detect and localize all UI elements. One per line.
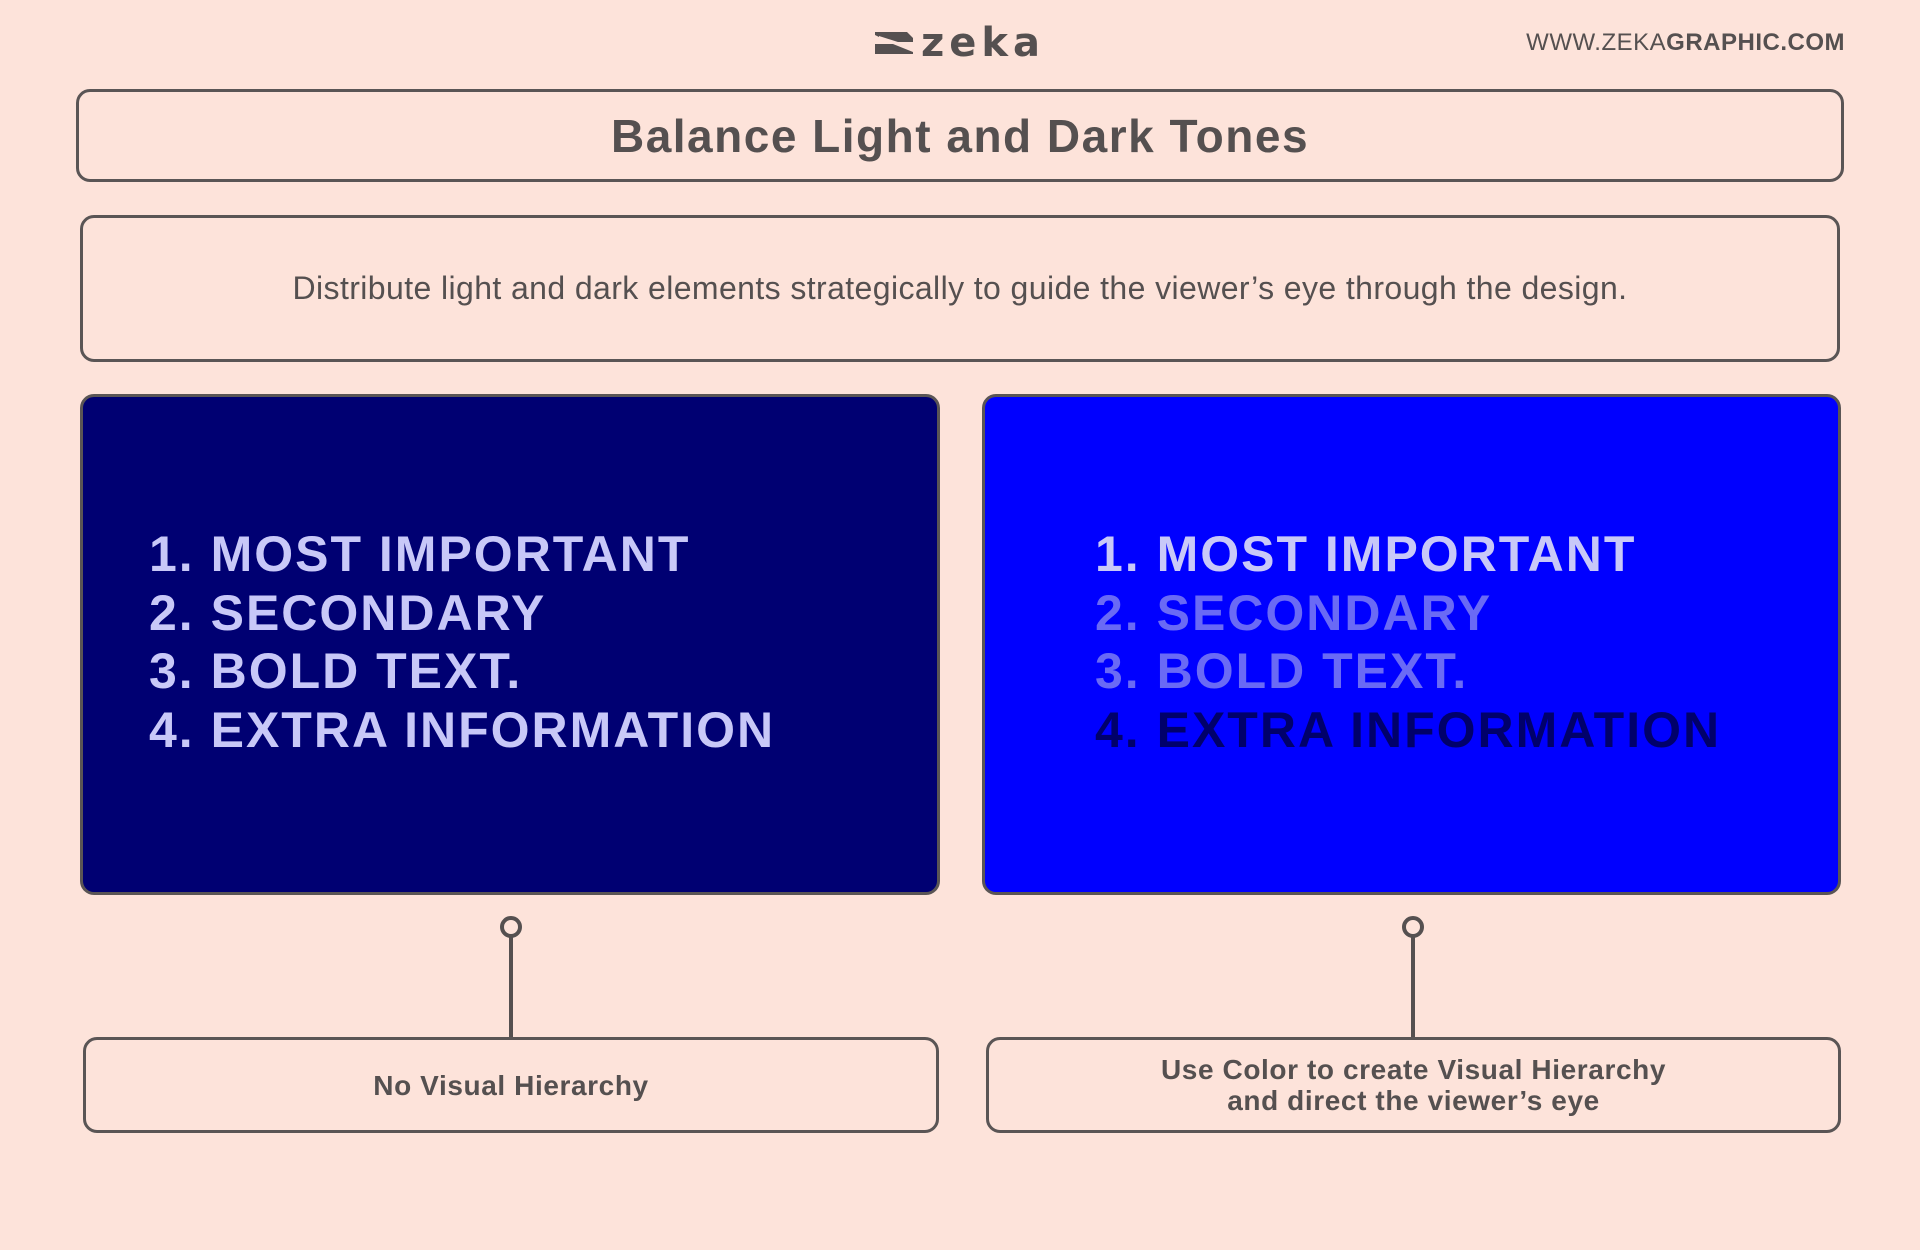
caption-line-2: and direct the viewer’s eye [1227,1085,1600,1116]
title-box: Balance Light and Dark Tones [76,89,1844,182]
description-text: Distribute light and dark elements strat… [292,270,1628,306]
caption-no-hierarchy: No Visual Hierarchy [373,1069,649,1101]
list-item: 4. EXTRA INFORMATION [149,701,776,758]
list-item: 3. BOLD TEXT. [149,643,523,699]
brand-logo: zeka [0,20,1920,66]
list-item: 3. BOLD TEXT. [1095,643,1469,699]
url-prefix: WWW.ZEKA [1526,29,1667,56]
description-box: Distribute light and dark elements strat… [80,215,1840,362]
list-item: 4. EXTRA INFORMATION [1095,701,1722,758]
connector-line [509,937,513,1038]
caption-line-1: Use Color to create Visual Hierarchy [1160,1054,1667,1085]
connector-dot-icon [1402,916,1424,938]
list-item: 1. MOST IMPORTANT [149,526,691,582]
page-title: Balance Light and Dark Tones [610,109,1310,162]
hierarchy-list-right: 1. MOST IMPORTANT 2. SECONDARY 3. BOLD T… [1095,525,1721,759]
connector-line [1411,937,1415,1038]
list-item: 2. SECONDARY [149,584,547,641]
panel-no-hierarchy: 1. MOST IMPORTANT 2. SECONDARY 3. BOLD T… [80,394,940,895]
zeka-logo-mark-icon [874,32,913,54]
panel-color-hierarchy: 1. MOST IMPORTANT 2. SECONDARY 3. BOLD T… [982,394,1841,895]
caption-box-right: Use Color to create Visual Hierarchy and… [986,1037,1841,1133]
logo-wordmark: zeka [920,20,1045,66]
hierarchy-list-left: 1. MOST IMPORTANT 2. SECONDARY 3. BOLD T… [149,525,775,759]
connector-dot-icon [500,916,522,938]
list-item: 2. SECONDARY [1095,584,1493,641]
url-bold: GRAPHIC.COM [1666,29,1845,56]
website-url[interactable]: WWW.ZEKAGRAPHIC.COM [1526,28,1845,58]
list-item: 1. MOST IMPORTANT [1095,526,1637,582]
caption-box-left: No Visual Hierarchy [83,1037,939,1133]
